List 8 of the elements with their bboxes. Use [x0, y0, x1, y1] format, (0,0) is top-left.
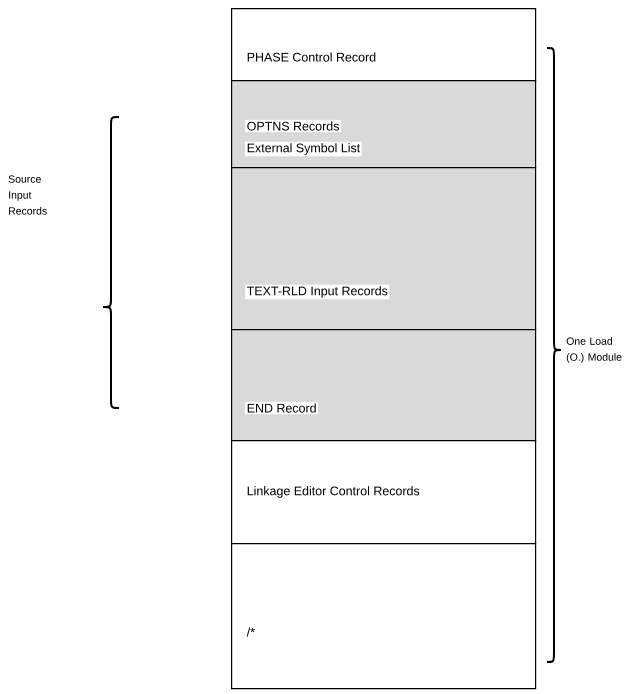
record-box: OPTNS Records External Symbol List — [231, 80, 536, 168]
record-box: PHASE Control Record — [231, 8, 536, 82]
record-box: Linkage Editor Control Records — [231, 440, 536, 544]
brace-label: One Load (O.) Module — [566, 337, 622, 363]
brace-label: Source Input Records — [8, 175, 47, 215]
record-box: TEXT-RLD Input Records — [231, 167, 536, 330]
record-box: END Record — [231, 329, 536, 442]
record-box: /* — [231, 543, 536, 690]
